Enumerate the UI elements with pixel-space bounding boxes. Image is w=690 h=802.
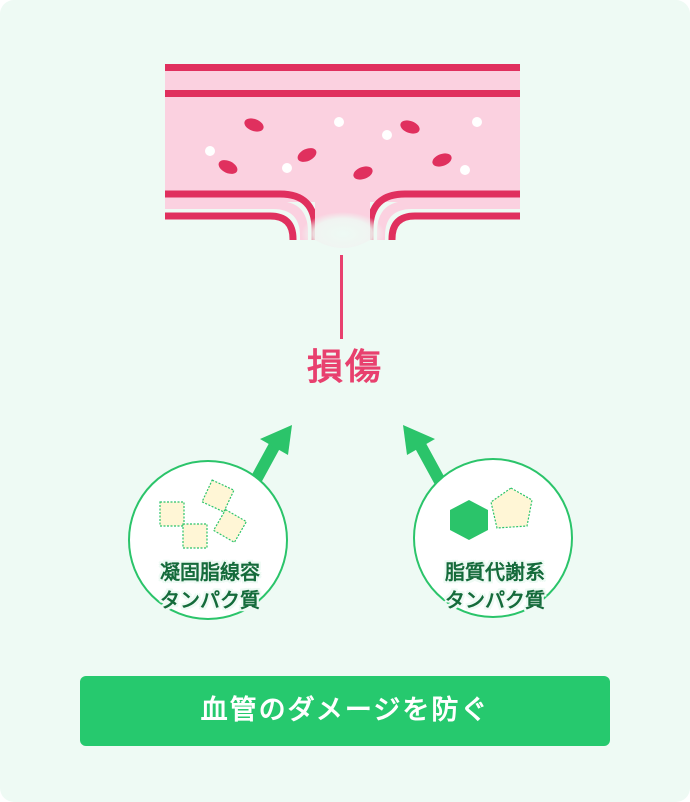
coagulation-protein-label: 凝固脂線容 タンパク質 [100, 558, 320, 614]
lipid-protein-line-2: タンパク質 [445, 588, 545, 612]
pentagon-protein-icon [450, 487, 533, 540]
damage-leader-line [340, 255, 343, 339]
blood-vessel-illustration [165, 64, 520, 254]
square-protein-icon [159, 479, 248, 549]
coagulation-protein-line-1: 凝固脂線容 [160, 560, 260, 584]
coagulation-protein-line-2: タンパク質 [160, 588, 260, 612]
coagulation-protein-circle: 凝固脂線容 タンパク質 [128, 460, 288, 620]
lipid-protein-label: 脂質代謝系 タンパク質 [385, 558, 605, 614]
damage-label: 損傷 [306, 347, 383, 388]
lipid-protein-line-1: 脂質代謝系 [445, 560, 545, 584]
prevent-damage-banner: 血管のダメージを防ぐ [80, 676, 610, 746]
lipid-protein-circle: 脂質代謝系 タンパク質 [413, 458, 573, 618]
